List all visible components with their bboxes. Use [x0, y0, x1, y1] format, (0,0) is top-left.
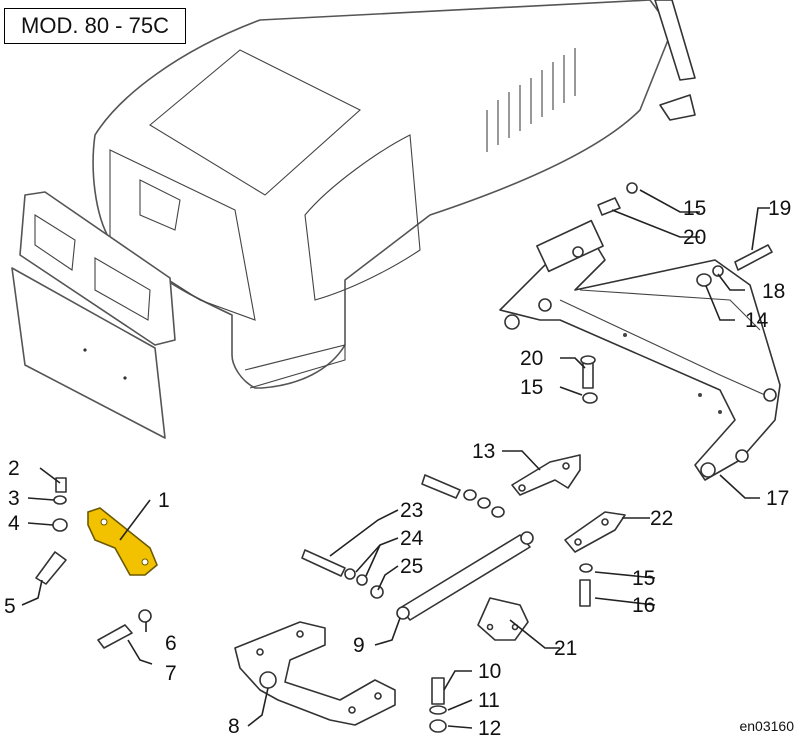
part-label: 24 — [400, 527, 424, 550]
part-label: 16 — [632, 594, 655, 617]
part-label: 3 — [8, 487, 20, 510]
part-label: 15 — [520, 376, 543, 399]
part-label: 14 — [745, 309, 769, 332]
front-grille — [11, 191, 176, 439]
part-label: 20 — [683, 226, 706, 249]
part-label: 5 — [4, 595, 16, 618]
model-title-box: MOD. 80 - 75C — [4, 8, 186, 44]
leader-lines — [21, 189, 770, 729]
part-label: 15 — [632, 567, 655, 590]
part-label: 6 — [165, 632, 177, 655]
part-label: 17 — [766, 487, 789, 510]
part-label: 10 — [478, 660, 501, 683]
part-label: 8 — [228, 715, 240, 738]
part-label: 19 — [768, 197, 791, 220]
part-label: 23 — [400, 499, 423, 522]
part-label: 11 — [478, 689, 500, 712]
part-label: 22 — [650, 507, 673, 530]
part-label: 2 — [8, 457, 20, 480]
brackets — [87, 454, 626, 726]
part-label: 12 — [478, 717, 501, 740]
hood-louvres — [486, 48, 576, 152]
part-label: 13 — [472, 440, 495, 463]
part-label: 20 — [520, 347, 543, 370]
part-label: 4 — [8, 512, 20, 535]
part-label: 21 — [554, 637, 577, 660]
part-label: 18 — [762, 280, 785, 303]
part-label: 15 — [683, 197, 706, 220]
drawing-reference-code: en03160 — [739, 718, 794, 734]
part-label: 1 — [158, 489, 170, 512]
part-label: 25 — [400, 555, 423, 578]
part-label: 7 — [165, 662, 177, 685]
hardware — [35, 182, 773, 733]
part-labels: 1 2 3 4 5 6 7 8 9 10 11 12 13 14 15 15 1… — [4, 197, 791, 740]
part-label: 9 — [353, 634, 365, 657]
